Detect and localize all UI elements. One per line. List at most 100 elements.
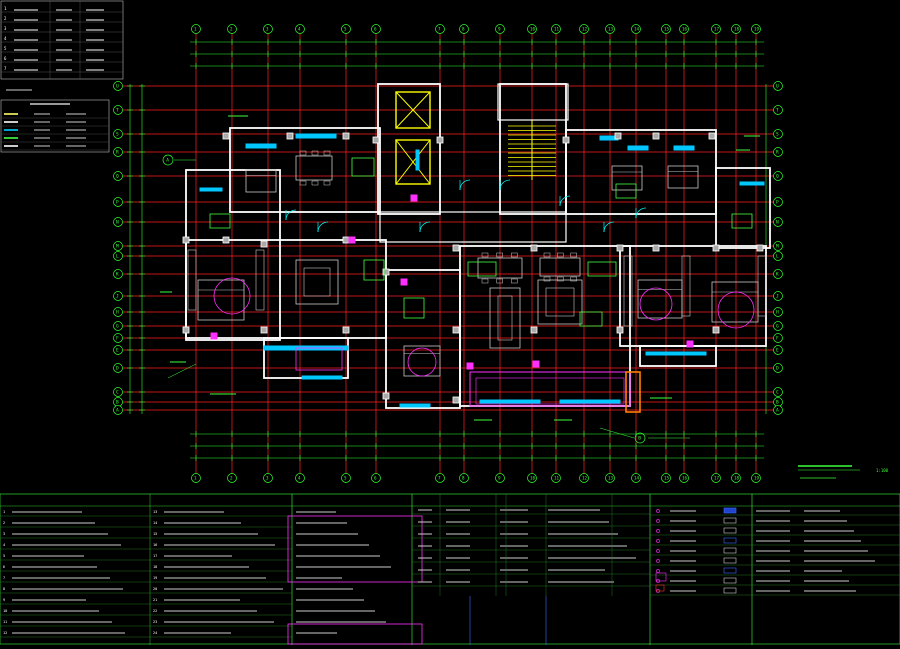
axis-number-top: 16 xyxy=(682,27,688,32)
legend-swatch xyxy=(723,577,737,584)
axis-bubble-left xyxy=(113,307,123,317)
chair xyxy=(511,252,518,258)
door-tag xyxy=(686,340,694,348)
axis-letter-left: P xyxy=(116,200,119,206)
axis-bubble-right xyxy=(773,291,783,301)
window-glazing xyxy=(739,181,765,186)
axis-bubble-left xyxy=(113,147,123,157)
dimension-lines xyxy=(127,39,767,461)
structural-column xyxy=(712,326,720,334)
leader-line xyxy=(167,363,197,379)
axis-bubble-left xyxy=(113,321,123,331)
stair-flight xyxy=(508,120,556,180)
notes-row-number-right: 20 xyxy=(153,587,157,591)
axis-letter-right: Q xyxy=(776,174,779,180)
notes-row-number-left: 5 xyxy=(3,554,5,558)
axis-letter-right: F xyxy=(776,336,779,342)
structural-column xyxy=(452,326,460,334)
axis-bubble-left xyxy=(113,363,123,373)
axis-bubble-bottom xyxy=(731,473,741,483)
axis-bubble-right xyxy=(773,171,783,181)
axis-bubble-bottom xyxy=(295,473,305,483)
axis-bubble-bottom xyxy=(371,473,381,483)
axis-letter-right: E xyxy=(776,348,779,354)
axis-letter-left: A xyxy=(116,408,119,414)
legend-swatch xyxy=(723,547,737,554)
axis-number-bottom: 14 xyxy=(634,476,640,481)
axis-bubble-left xyxy=(113,217,123,227)
legend-symbol xyxy=(656,559,660,563)
chair xyxy=(496,252,503,258)
axis-letter-right: A xyxy=(776,408,779,414)
title-block-frame xyxy=(0,493,900,645)
door-tag xyxy=(466,362,474,370)
bath-fixture xyxy=(731,213,753,229)
left-legend-table xyxy=(0,99,110,153)
axis-bubble-top xyxy=(227,24,237,34)
axis-bubble-top xyxy=(459,24,469,34)
axis-letter-left: R xyxy=(116,150,119,156)
structural-column xyxy=(756,244,764,252)
dining-table xyxy=(295,155,333,181)
coffee-table xyxy=(545,287,575,317)
axis-bubble-bottom xyxy=(551,473,561,483)
axis-bubble-right xyxy=(773,321,783,331)
rug-circle xyxy=(639,287,673,321)
structural-column xyxy=(530,326,538,334)
axis-number-top: 12 xyxy=(582,27,588,32)
axis-letter-right: D xyxy=(776,366,779,372)
axis-letter-right: B xyxy=(776,400,779,406)
notes-row-number-right: 18 xyxy=(153,565,157,569)
axis-bubble-right xyxy=(773,147,783,157)
axis-letter-right: L xyxy=(776,254,779,260)
legend-symbol-box xyxy=(655,584,665,592)
structural-column xyxy=(530,244,538,252)
axis-bubble-right xyxy=(773,405,783,415)
axis-bubble-left xyxy=(113,405,123,415)
rug-circle xyxy=(407,347,437,377)
axis-letter-right: C xyxy=(776,390,779,396)
axis-bubble-left xyxy=(113,197,123,207)
legend-symbol xyxy=(656,519,660,523)
bath-fixture xyxy=(209,213,231,229)
axis-letter-right: U xyxy=(776,84,779,90)
rug-circle xyxy=(213,277,251,315)
chair xyxy=(323,180,331,186)
axis-letter-left: J xyxy=(116,294,119,300)
axis-bubble-right xyxy=(773,105,783,115)
axis-bubble-right xyxy=(773,81,783,91)
axis-bubble-left xyxy=(113,171,123,181)
wardrobe xyxy=(623,255,633,327)
door-tag xyxy=(410,194,418,202)
axis-letter-left: K xyxy=(116,272,119,278)
axis-bubble-left xyxy=(113,387,123,397)
fixtures-symbols: AB xyxy=(160,115,860,479)
notes-row-number-left: 8 xyxy=(3,587,5,591)
notes-row-number-left: 6 xyxy=(3,565,5,569)
axis-bubble-left xyxy=(113,291,123,301)
axis-letter-left: L xyxy=(116,254,119,260)
section-callout xyxy=(162,154,174,166)
structural-column xyxy=(382,392,390,400)
legend-symbol xyxy=(656,539,660,543)
notes-row-number-left: 10 xyxy=(3,609,7,613)
window-glazing xyxy=(199,187,223,192)
axis-number-bottom: 6 xyxy=(374,476,377,481)
schedule-row-number: 6 xyxy=(4,56,7,61)
axis-bubble-top xyxy=(435,24,445,34)
axis-number-bottom: 1 xyxy=(194,476,197,481)
notes-row-number-left: 7 xyxy=(3,576,5,580)
sofa-group xyxy=(537,279,583,325)
schedule-row-number: 3 xyxy=(4,26,7,31)
legend-swatch xyxy=(723,567,737,574)
axis-bubble-bottom xyxy=(263,473,273,483)
notes-row-number-right: 13 xyxy=(153,510,157,514)
axis-bubble-bottom xyxy=(751,473,761,483)
window-glazing xyxy=(399,403,431,408)
window-glazing xyxy=(415,149,420,171)
leader-line xyxy=(599,427,635,439)
axis-bubble-right xyxy=(773,129,783,139)
drawing-scale-mark: 1:100 xyxy=(876,468,889,473)
